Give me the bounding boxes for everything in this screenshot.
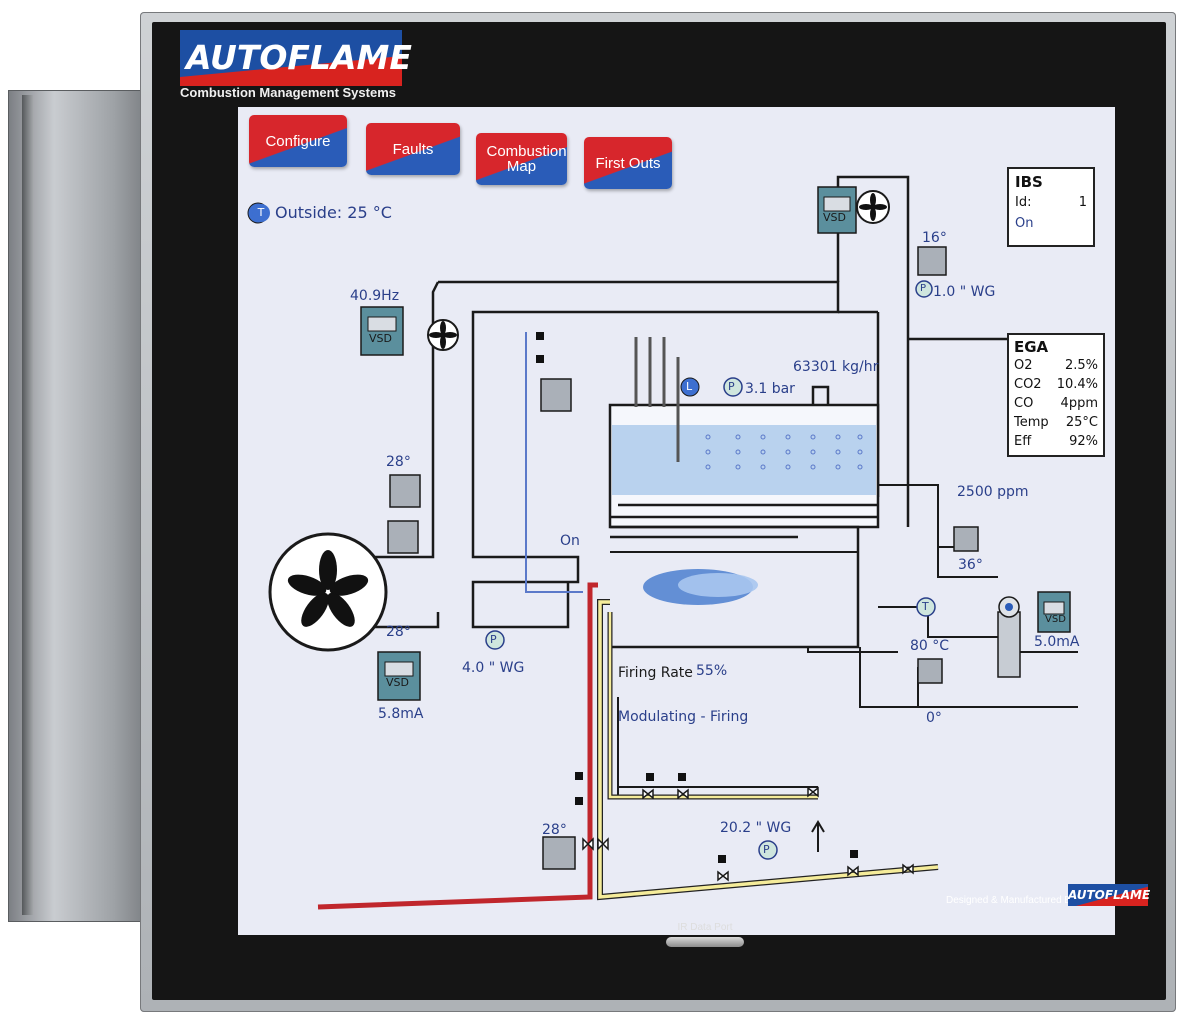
steam-flow-readout: 63301 kg/hr (793, 359, 879, 375)
ega-temp-value: 25°C (1065, 415, 1098, 430)
vsd-left-label: VSD (369, 332, 392, 345)
blowdown-angle: 36° (958, 557, 983, 573)
feed-valve-angle: 0° (926, 710, 942, 726)
ir-port-label: IR Data Port (677, 922, 733, 933)
ibs-status: On (1015, 216, 1034, 231)
first-outs-label: First Outs (595, 154, 661, 172)
steam-pressure-gauge: P (728, 380, 735, 393)
ibs-title: IBS (1015, 173, 1043, 191)
outside-temp-readout: Outside: 25 °C (275, 203, 392, 222)
burner-status: On (560, 533, 580, 549)
feed-pump-ma: 5.0mA (1034, 634, 1080, 650)
level-gauge: L (686, 380, 693, 393)
tds-readout: 2500 ppm (957, 484, 1029, 500)
firing-rate-label: Firing Rate (618, 665, 693, 681)
ega-eff-value: 92% (1069, 434, 1098, 449)
air-pressure-gauge: P (490, 633, 497, 646)
gas-valve-angle: 28° (542, 822, 567, 838)
ir-data-port (666, 937, 744, 947)
ega-temp-label: Temp (1014, 415, 1049, 430)
vsd-top-label: VSD (823, 211, 846, 224)
ega-co-label: CO (1014, 396, 1034, 411)
outside-temp-icon: T (252, 204, 270, 222)
first-outs-button[interactable]: First Outs (584, 137, 672, 189)
firing-rate-value: 55% (696, 663, 728, 679)
vsd-feed-label: VSD (1045, 614, 1066, 625)
ibs-id-label: Id: (1015, 195, 1032, 210)
feed-temp-readout: 80 °C (910, 638, 950, 654)
gas-pressure-readout: 20.2 " WG (720, 820, 792, 836)
vsd-left-hz: 40.9Hz (350, 288, 400, 304)
gas-pressure-gauge: P (763, 843, 770, 856)
main-fan-housing (268, 532, 388, 652)
flue-pressure-gauge: P (920, 283, 927, 294)
vsd-main-label: VSD (386, 676, 409, 689)
footer-logo: AUTOFLAME (1068, 884, 1150, 906)
feed-temp-gauge: T (922, 600, 929, 613)
ega-title: EGA (1014, 338, 1049, 356)
ega-panel[interactable]: EGA O2 2.5% CO2 10.4% CO 4ppm Temp 25°C Eff 9… (1007, 333, 1105, 457)
flue-fan-angle: 16° (922, 230, 947, 246)
main-fan-angle: 28° (386, 624, 411, 640)
faults-button[interactable]: Faults (366, 123, 460, 175)
logo-text: AUTOFLAME (186, 38, 412, 77)
flue-pressure-readout: 1.0 " WG (933, 284, 996, 300)
device-side-edge (22, 95, 34, 915)
configure-label: Configure (265, 132, 331, 150)
ega-o2-value: 2.5% (1064, 358, 1098, 373)
ega-co2-value: 10.4% (1056, 377, 1098, 392)
combustion-map-button[interactable]: Combustion Map (476, 133, 567, 185)
damper-angle: 28° (386, 454, 411, 470)
faults-label: Faults (392, 140, 434, 158)
ega-eff-label: Eff (1014, 434, 1032, 449)
combustion-map-label: Combustion Map (486, 143, 567, 175)
mode-readout: Modulating - Firing (618, 709, 749, 725)
steam-pressure-readout: 3.1 bar (745, 381, 795, 397)
air-pressure-readout: 4.0 " WG (462, 660, 525, 676)
boiler-schematic (247, 175, 1078, 910)
ibs-panel[interactable]: IBS Id: 1 On (1007, 167, 1095, 247)
designed-by-text: Designed & Manufactured By (946, 895, 1077, 906)
ega-co2-label: CO2 (1014, 377, 1042, 392)
ega-co-value: 4ppm (1060, 396, 1098, 411)
ibs-id-value: 1 (1078, 195, 1087, 210)
tagline: Combustion Management Systems (180, 85, 396, 100)
ega-o2-label: O2 (1014, 358, 1033, 373)
main-fan-ma: 5.8mA (378, 706, 424, 722)
configure-button[interactable]: Configure (249, 115, 347, 167)
